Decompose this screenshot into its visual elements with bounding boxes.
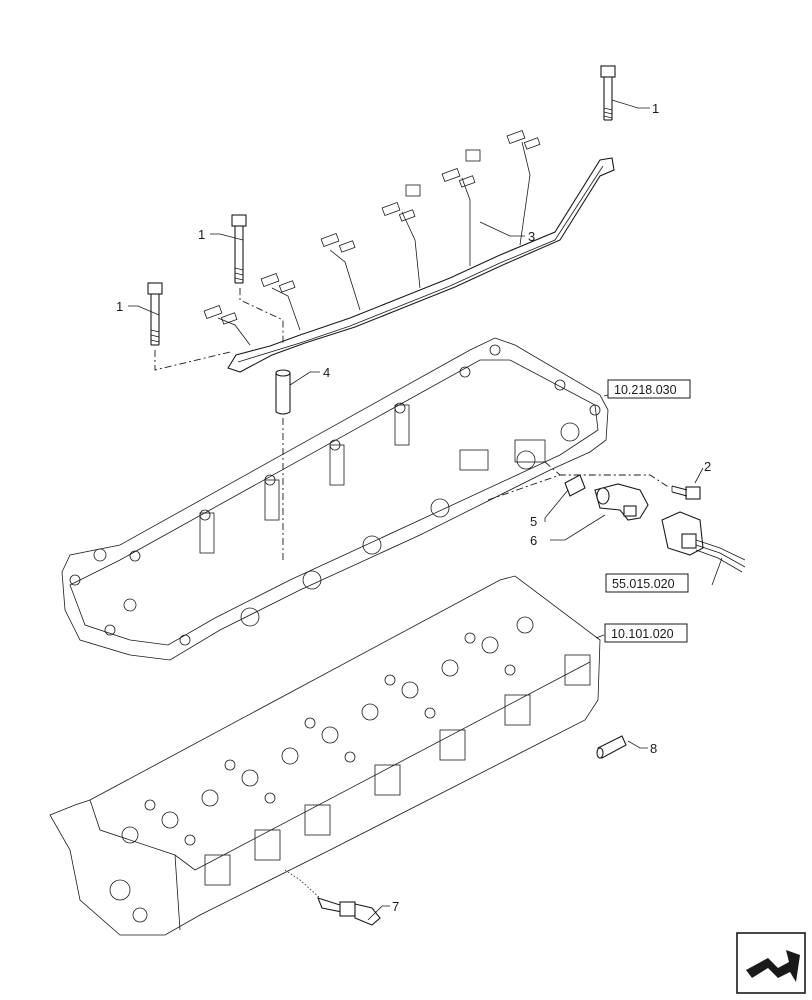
reference-valve-cover[interactable]: 10.218.030 (607, 379, 691, 399)
bolt-left (147, 282, 163, 346)
callout-8: 8 (650, 741, 657, 756)
reference-connector-label: 55.015.020 (612, 577, 675, 591)
reference-connector[interactable]: 55.015.020 (605, 573, 689, 593)
leader-lines (128, 99, 723, 921)
reference-valve-cover-label: 10.218.030 (614, 383, 677, 397)
callout-3: 3 (528, 229, 535, 244)
callout-7: 7 (392, 899, 399, 914)
injector-wiring-harness (203, 129, 615, 373)
callout-1-middle: 1 (198, 227, 205, 242)
reference-cylinder-head-label: 10.101.020 (611, 627, 674, 641)
sensor-bolt (671, 485, 701, 500)
reference-cylinder-head[interactable]: 10.101.020 (604, 623, 688, 643)
sensor-connector (661, 511, 746, 573)
callout-2: 2 (704, 459, 711, 474)
camshaft-position-sensor (594, 483, 649, 521)
temperature-sensor (317, 897, 381, 926)
callout-1-top: 1 (652, 101, 659, 116)
callout-5: 5 (530, 514, 537, 529)
cylinder-head (49, 575, 601, 936)
sensor-gasket (564, 474, 586, 497)
dowel-pin (596, 735, 627, 759)
bolt-middle (231, 214, 247, 284)
valve-cover-frame (61, 337, 609, 661)
spacer-tube (275, 369, 291, 415)
callout-6: 6 (530, 533, 537, 548)
next-page-arrow-icon[interactable] (736, 932, 806, 994)
callout-1-left: 1 (116, 299, 123, 314)
callout-4: 4 (323, 365, 330, 380)
assembly-lines (154, 288, 671, 899)
bolt-top-right (600, 65, 616, 121)
